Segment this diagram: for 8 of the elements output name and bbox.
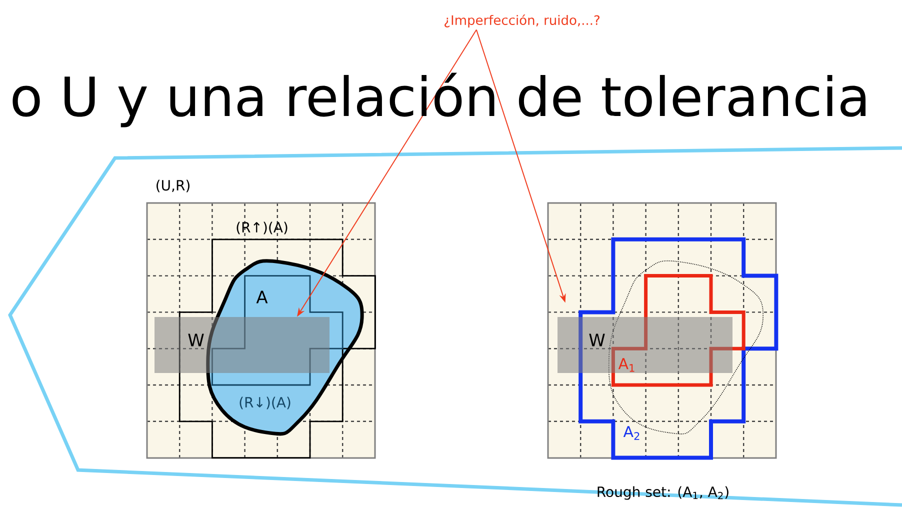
label: (R↓)(A) [240, 396, 290, 410]
caption-text: Rough set: (A$_{1}$, A$_{2}$) [598, 486, 728, 500]
label: (U,R) [156, 180, 190, 192]
label: (R↑)(A) [236, 222, 288, 234]
label: A$_{1}$ [618, 358, 634, 372]
callout-text: ¿Imperfección, ruido,...? [444, 14, 600, 28]
label: A$_{2}$ [623, 426, 640, 440]
shaded-band: W [154, 317, 330, 373]
